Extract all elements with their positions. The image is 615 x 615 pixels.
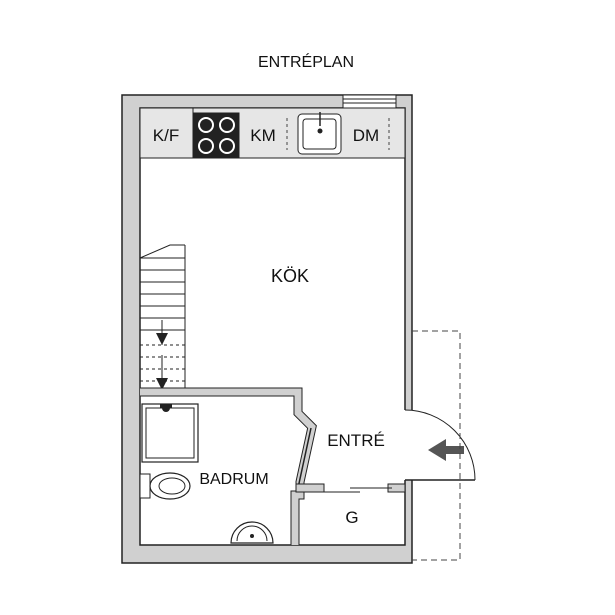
- fridge-freezer-label: K/F: [153, 126, 179, 145]
- stair-direction-arrows: [156, 333, 168, 390]
- kitchen-sink: [297, 112, 342, 155]
- stove: [193, 112, 240, 159]
- exterior-dashed-outline: [412, 330, 461, 561]
- burner: [198, 138, 214, 154]
- entrance-opening: [404, 410, 414, 480]
- entrance-door: [404, 409, 476, 481]
- staircase: [139, 244, 186, 393]
- storage-label: G: [345, 508, 358, 527]
- bathroom-door: [297, 427, 312, 489]
- burner: [198, 117, 214, 133]
- kitchen-label: KÖK: [271, 266, 309, 286]
- entrance-label: ENTRÉ: [327, 431, 385, 450]
- shower: [141, 403, 199, 463]
- burner: [219, 138, 235, 154]
- plan-title: ENTRÉPLAN: [258, 52, 354, 71]
- dishwasher-label: DM: [353, 126, 379, 145]
- washing-machine-label: KM: [250, 126, 276, 145]
- window: [342, 94, 397, 109]
- burner: [219, 117, 235, 133]
- bathroom-label: BADRUM: [199, 471, 268, 488]
- storage-sliding-doors: [322, 487, 392, 493]
- toilet: [139, 472, 191, 500]
- kitchen-counter: [139, 107, 406, 159]
- entry-arrow-icon: [428, 439, 464, 461]
- wash-basin: [230, 521, 274, 544]
